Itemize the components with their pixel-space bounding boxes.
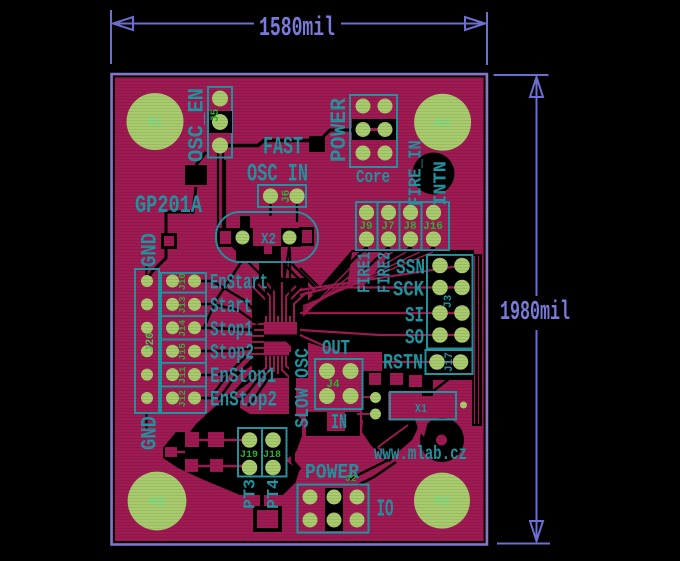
- svg-text:Stop2: Stop2: [210, 341, 254, 366]
- svg-text:X2: X2: [261, 231, 276, 249]
- svg-text:EnStop2: EnStop2: [210, 388, 277, 413]
- svg-text:J11: J11: [177, 366, 188, 383]
- svg-text:M2: M2: [149, 495, 165, 510]
- svg-text:J3: J3: [443, 294, 455, 308]
- svg-text:J5: J5: [210, 108, 222, 122]
- svg-text:FAST: FAST: [263, 133, 303, 162]
- svg-text:OUT: OUT: [322, 338, 350, 361]
- svg-text:J2: J2: [345, 473, 357, 484]
- svg-text:www.mlab.cz: www.mlab.cz: [374, 443, 467, 465]
- svg-text:OSC IN: OSC IN: [247, 160, 308, 189]
- svg-text:POWER: POWER: [305, 462, 359, 485]
- svg-text:SLOW OSC: SLOW OSC: [292, 348, 314, 428]
- svg-text:EnStart: EnStart: [210, 271, 268, 296]
- svg-text:GP201A: GP201A: [135, 191, 202, 220]
- svg-text:Core: Core: [356, 168, 390, 188]
- svg-text:SCK: SCK: [393, 278, 425, 303]
- svg-text:J6: J6: [281, 190, 293, 203]
- svg-text:J15: J15: [177, 343, 188, 360]
- svg-text:J8: J8: [403, 221, 417, 233]
- svg-text:RSTN: RSTN: [383, 351, 423, 376]
- svg-text:Stop1: Stop1: [210, 317, 253, 342]
- svg-text:IO: IO: [377, 497, 394, 524]
- svg-text:J19: J19: [240, 450, 258, 461]
- svg-text:EnStop1: EnStop1: [210, 364, 276, 389]
- svg-text:J4: J4: [326, 379, 340, 391]
- svg-text:1980mil: 1980mil: [500, 298, 570, 328]
- svg-text:FIRE1: FIRE1: [356, 252, 376, 293]
- svg-text:PT3: PT3: [241, 479, 260, 509]
- svg-text:SO: SO: [405, 326, 424, 351]
- svg-text:J7: J7: [381, 221, 394, 233]
- svg-text:J16: J16: [423, 221, 443, 233]
- svg-text:POWER: POWER: [326, 98, 352, 162]
- svg-text:SSN: SSN: [396, 256, 425, 281]
- svg-text:1580mil: 1580mil: [259, 14, 335, 44]
- svg-text:GND: GND: [138, 233, 163, 267]
- svg-text:J13: J13: [177, 296, 188, 313]
- svg-text:M4: M4: [435, 116, 451, 131]
- svg-text:J18: J18: [263, 450, 281, 461]
- svg-text:J14: J14: [177, 319, 188, 336]
- svg-text:J17: J17: [444, 352, 456, 372]
- svg-text:FIRE_IN: FIRE_IN: [407, 140, 427, 206]
- svg-text:J10: J10: [177, 273, 188, 290]
- svg-text:OSC_EN: OSC_EN: [184, 88, 210, 162]
- svg-text:Start: Start: [210, 294, 252, 319]
- svg-text:X1: X1: [415, 402, 427, 416]
- svg-text:IN: IN: [331, 412, 347, 435]
- svg-text:PT4: PT4: [264, 479, 283, 509]
- svg-text:J12: J12: [177, 390, 188, 407]
- svg-text:J20: J20: [145, 332, 157, 352]
- svg-text:M1: M1: [147, 115, 163, 130]
- svg-text:GND: GND: [138, 416, 163, 450]
- svg-text:INTN: INTN: [432, 161, 452, 206]
- svg-text:M3: M3: [434, 494, 450, 509]
- svg-text:SI: SI: [405, 304, 424, 329]
- svg-text:FIRE2: FIRE2: [376, 252, 396, 293]
- svg-text:J9: J9: [359, 221, 372, 233]
